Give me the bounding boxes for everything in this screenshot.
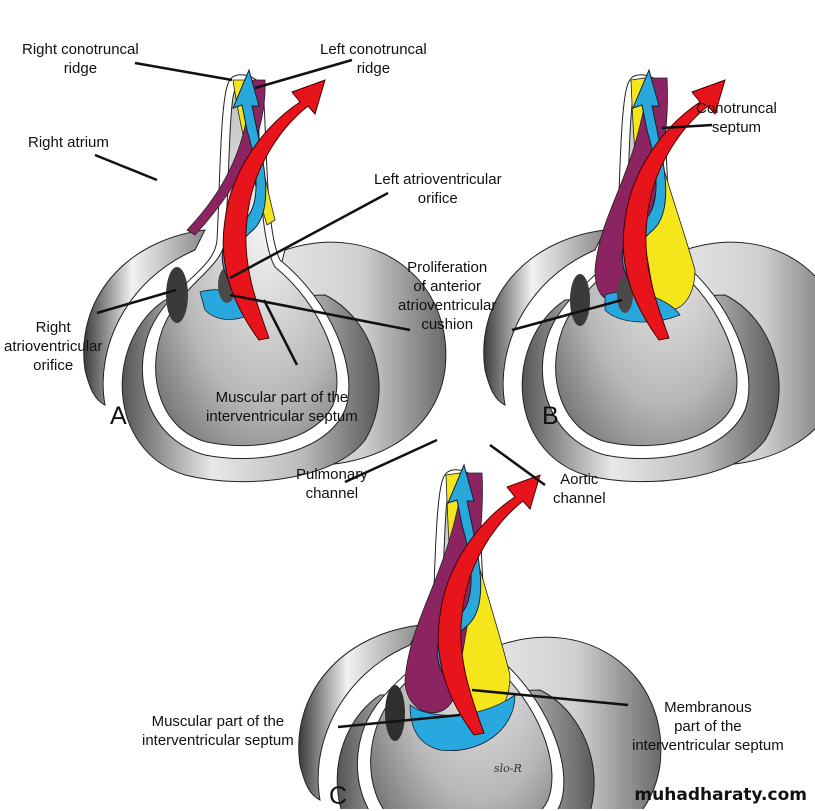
label-muscular-ivs-a: Muscular part of the interventricular se… [206, 389, 358, 425]
artist-signature: slo-R [494, 762, 522, 775]
right-av-orifice [570, 274, 590, 326]
panel-letter-c: C [329, 782, 348, 810]
right-av-orifice [166, 267, 188, 323]
leader-lines [94, 58, 713, 729]
label-pulmonary-channel: Pulmonary channel [296, 466, 368, 502]
left-av-orifice [617, 277, 633, 313]
right-av-orifice [385, 685, 405, 741]
label-muscular-ivs-c: Muscular part of the interventricular se… [142, 713, 294, 749]
panel-b-heart [483, 69, 815, 483]
label-right-av-orifice: Right atrioventricular orifice [4, 319, 103, 374]
panel-letter-a: A [110, 402, 127, 430]
watermark: muhadharaty.com [634, 785, 807, 805]
panel-letter-b: B [542, 402, 559, 430]
label-aortic-channel: Aortic channel [553, 471, 606, 507]
label-conotruncal-septum: Conotruncal septum [696, 100, 777, 136]
label-left-av-orifice: Left atrioventricular orifice [374, 171, 502, 207]
left-conotruncal-ridge [186, 79, 266, 236]
label-membranous-ivs: Membranous part of the interventricular … [632, 699, 784, 754]
label-proliferation-cushion: Proliferation of anterior atrioventricul… [398, 259, 497, 333]
label-right-atrium: Right atrium [28, 134, 109, 151]
panel-c-heart [298, 464, 662, 809]
label-left-conotruncal-ridge: Left conotruncal ridge [320, 41, 427, 77]
label-right-conotruncal-ridge: Right conotruncal ridge [22, 41, 139, 77]
